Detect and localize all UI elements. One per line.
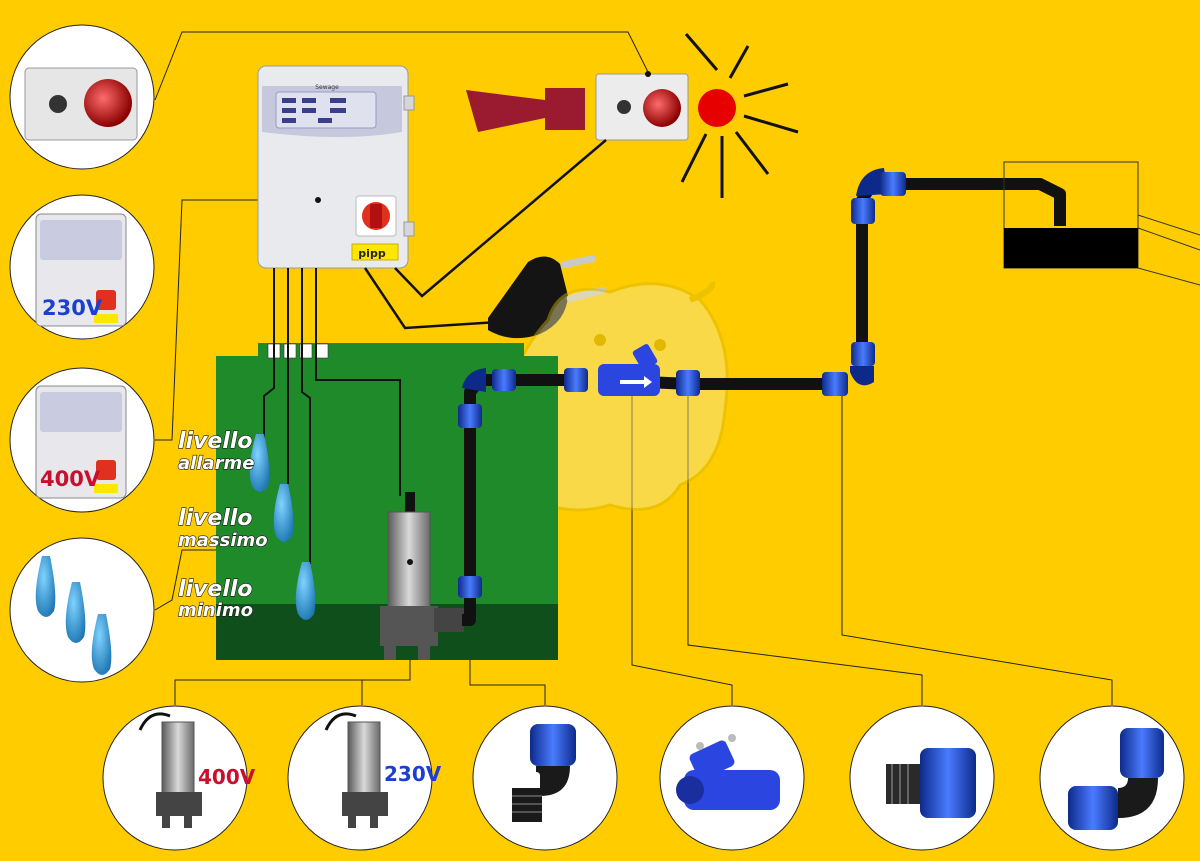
straight-fitting-icon xyxy=(880,172,906,196)
float-max xyxy=(273,484,294,542)
alarm-light-icon xyxy=(84,79,132,127)
level-alarm-label: livello allarme xyxy=(177,428,255,474)
elbow-fitting-icon xyxy=(850,366,874,386)
thumb-panel-230-voltage: 230V xyxy=(42,296,103,320)
float-switch-icon xyxy=(249,434,270,492)
float-min xyxy=(295,562,316,620)
pump-icon xyxy=(347,721,381,795)
float-switch-icon xyxy=(273,484,294,542)
level-min-text-1: livello xyxy=(178,577,253,602)
thumb-check-valve[interactable] xyxy=(659,705,805,851)
straight-fitting-icon xyxy=(886,748,976,818)
straight-fitting-icon xyxy=(458,404,482,428)
thumb-pump-230[interactable]: 230V xyxy=(287,705,442,851)
pipe-fittings xyxy=(458,168,906,598)
leader-lines xyxy=(154,31,1113,705)
elbow-fitting-icon xyxy=(1068,728,1164,830)
thumb-panel-400[interactable]: 400V xyxy=(9,367,155,513)
float-alarm xyxy=(249,434,270,492)
thumb-panel-230[interactable]: 230V xyxy=(9,194,155,340)
elbow-fitting-icon xyxy=(462,368,486,392)
thumb-pump-230-voltage: 230V xyxy=(384,762,442,786)
thumb-panel-400-voltage: 400V xyxy=(40,467,101,491)
pump-icon xyxy=(161,721,195,795)
level-alarm-text-1: livello xyxy=(178,429,253,454)
pump-icon[interactable] xyxy=(380,492,464,660)
sun-flash-icon xyxy=(680,33,799,198)
elbow-fitting-icon xyxy=(512,724,576,822)
straight-fitting-icon xyxy=(851,198,875,224)
discharge-point xyxy=(1003,161,1200,286)
alarm-light-unit[interactable] xyxy=(595,71,689,141)
siren-horn-icon xyxy=(466,88,585,132)
thumb-pump-400-voltage: 400V xyxy=(198,765,256,789)
elbow-fitting-icon xyxy=(458,576,482,598)
straight-fitting-icon xyxy=(492,369,516,391)
float-switch-icon xyxy=(35,556,56,617)
plug-icon xyxy=(488,255,606,339)
level-max-label: livello massimo xyxy=(177,505,268,551)
level-min-label: livello minimo xyxy=(177,576,253,621)
straight-fitting-icon xyxy=(676,370,700,396)
thumb-elbow-male[interactable] xyxy=(472,705,618,851)
thumb-alarm-light[interactable] xyxy=(9,24,155,170)
level-max-text-1: livello xyxy=(178,506,253,531)
panel-header: Sewage xyxy=(315,84,339,91)
main-switch-icon xyxy=(96,290,116,310)
panel-wires xyxy=(363,139,607,330)
thumb-float-switches[interactable] xyxy=(9,537,155,683)
alarm-light-icon xyxy=(643,89,681,127)
thumb-pump-400[interactable]: 400V xyxy=(102,705,256,851)
thumb-straight-fitting[interactable] xyxy=(849,705,995,851)
level-max-text-2: massimo xyxy=(178,530,268,551)
straight-fitting-icon xyxy=(822,372,848,396)
float-cables xyxy=(263,268,401,564)
panel-brand: pipp xyxy=(358,247,386,260)
level-alarm-text-2: allarme xyxy=(178,453,254,474)
float-switch-icon xyxy=(65,582,86,643)
thumb-elbow-compression[interactable] xyxy=(1039,705,1185,851)
straight-fitting-icon xyxy=(851,342,875,366)
straight-fitting-icon xyxy=(564,368,588,392)
check-valve-icon xyxy=(676,734,780,810)
level-min-text-2: minimo xyxy=(178,600,253,621)
main-switch-icon xyxy=(96,460,116,480)
control-panel[interactable]: Sewage pipp xyxy=(257,65,415,269)
check-valve-icon xyxy=(598,344,660,396)
float-switch-icon xyxy=(91,614,112,675)
float-switch-icon xyxy=(295,562,316,620)
lamp-switch-icon xyxy=(49,95,67,113)
